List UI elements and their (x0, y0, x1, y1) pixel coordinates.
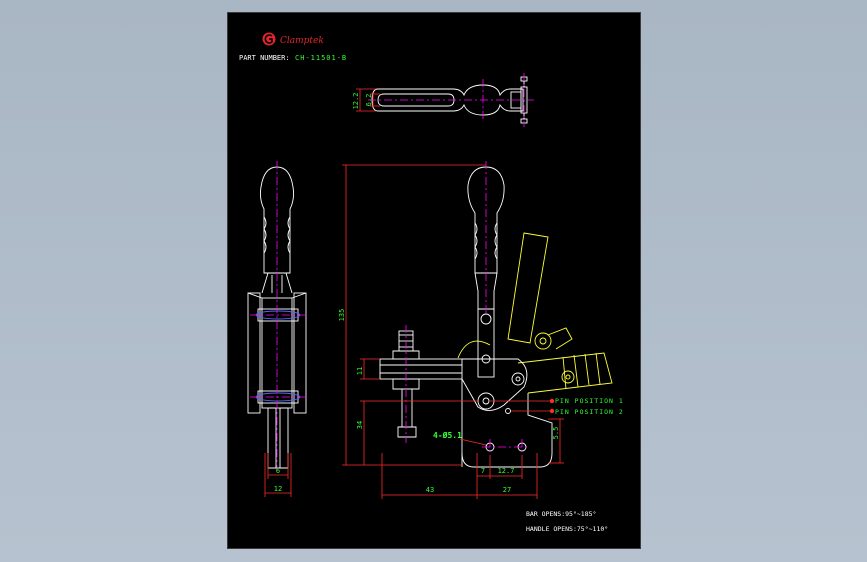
dim-upper-height: 11 (356, 367, 364, 375)
top-view-centerlines (368, 73, 534, 127)
top-view-dims (356, 88, 380, 112)
dim-base-right: 27 (503, 486, 511, 494)
brand-name: Clamptek (280, 36, 324, 46)
hole-spec: 4-Ø5.1 (433, 430, 462, 440)
pin-position-1-label: PIN POSITION 1 (555, 397, 624, 405)
pin-position-leaders (490, 398, 555, 414)
bar-opens-note: BAR OPENS:95°~185° (526, 510, 596, 518)
dim-base-7: 7 (481, 467, 485, 475)
dim-small-height: 5.5 (552, 427, 560, 440)
base-horizontal-dims (381, 453, 538, 499)
dim-side-width-inner: 6 (276, 467, 280, 475)
brand-logo: Clamptek (262, 32, 324, 46)
side-view-pins (255, 310, 301, 402)
handle-opens-note: HANDLE OPENS:75°~110° (526, 525, 608, 533)
drawing-sheet: Clamptek PART NUMBER: CH-11501-B 12.2 6.… (227, 12, 641, 549)
technical-drawing: Clamptek PART NUMBER: CH-11501-B 12.2 6.… (239, 32, 624, 533)
dim-base-12-7: 12.7 (498, 467, 515, 475)
open-handle (457, 232, 613, 394)
dim-side-width-outer: 12 (274, 485, 282, 493)
front-view-vertical-dims (342, 164, 564, 466)
dim-top-inner: 6.2 (365, 94, 373, 107)
side-view-centerline (250, 161, 306, 471)
side-view-dims (264, 453, 292, 497)
hole-spec-leader (459, 438, 487, 446)
dim-lower-height: 34 (356, 421, 364, 429)
front-view-centerlines (405, 161, 530, 455)
dim-base-left: 43 (426, 486, 434, 494)
pin-position-2-label: PIN POSITION 2 (555, 408, 624, 416)
dim-top-width: 12.2 (352, 93, 360, 110)
part-number-value: CH-11501-B (295, 54, 347, 62)
dim-total-height: 135 (338, 309, 346, 322)
part-number-label: PART NUMBER: (239, 54, 290, 62)
